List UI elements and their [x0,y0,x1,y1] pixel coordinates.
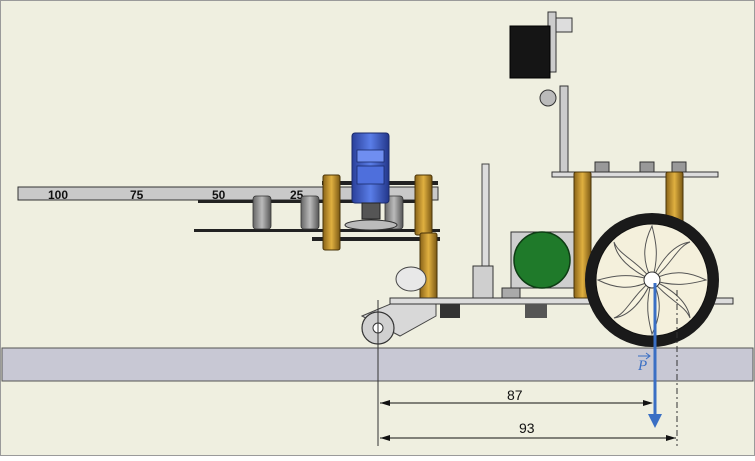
sensor-plate-bottom [312,237,440,241]
scale-label-25: 25 [290,188,304,202]
chassis-block-1 [440,304,460,318]
force-arrow [648,283,662,428]
scale-label-75: 75 [130,188,144,202]
rear-wheel [585,213,719,347]
post-2 [300,195,320,230]
post-3 [384,195,404,230]
dimension-93 [380,435,676,441]
top-plate [551,171,719,178]
dimension-87 [380,400,653,406]
sensor-mast [509,11,573,173]
scale-label-100: 100 [48,188,68,202]
top-nut-3 [671,161,687,173]
servo-motor [344,132,398,231]
main-chassis-plate [389,297,734,305]
dimension-93-label: 93 [519,420,535,436]
top-nut-1 [594,161,610,173]
top-nut-2 [639,161,655,173]
chassis-block-2 [525,304,547,318]
vector-arrow-icon [638,352,651,360]
small-block [501,287,521,299]
post-1 [252,195,272,230]
scale-label-50: 50 [212,188,226,202]
sensor-plate-lower [194,229,440,232]
force-label: P [637,358,647,374]
standoff-front-3 [419,232,438,304]
vertical-rod [481,163,490,269]
rod-base-block [472,265,494,299]
standoff-front-2 [414,174,433,236]
standoff-front-1 [322,174,341,251]
dimension-87-label: 87 [507,387,523,403]
gearbox [510,231,575,289]
